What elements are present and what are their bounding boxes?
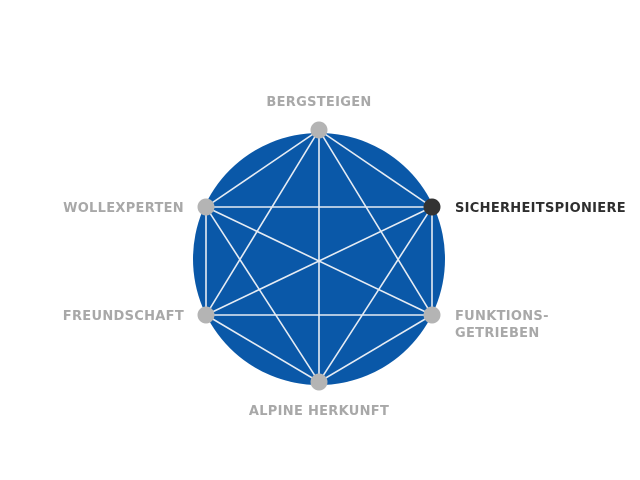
connection-lines [205,129,433,383]
label-wollexperten[interactable]: WOLLEXPERTEN [63,201,184,216]
label-alpine-herkunft[interactable]: ALPINE HERKUNFT [248,404,390,419]
node-freundschaft[interactable] [197,306,215,324]
node-funktionsgetrieben[interactable] [423,306,441,324]
label-sicherheitspioniere[interactable]: SICHERHEITSPIONIERE [455,201,626,216]
label-funktionsgetrieben-line2: GETRIEBEN [455,326,540,341]
label-freundschaft[interactable]: FREUNDSCHAFT [62,309,184,324]
label-funktionsgetrieben[interactable]: FUNKTIONS- GETRIEBEN [455,308,549,342]
label-bergsteigen[interactable]: BERGSTEIGEN [266,95,372,110]
node-wollexperten[interactable] [197,198,215,216]
node-sicherheitspioniere[interactable] [423,198,441,216]
label-funktionsgetrieben-line1: FUNKTIONS- [455,309,549,324]
node-bergsteigen[interactable] [310,121,328,139]
node-alpine-herkunft[interactable] [310,373,328,391]
